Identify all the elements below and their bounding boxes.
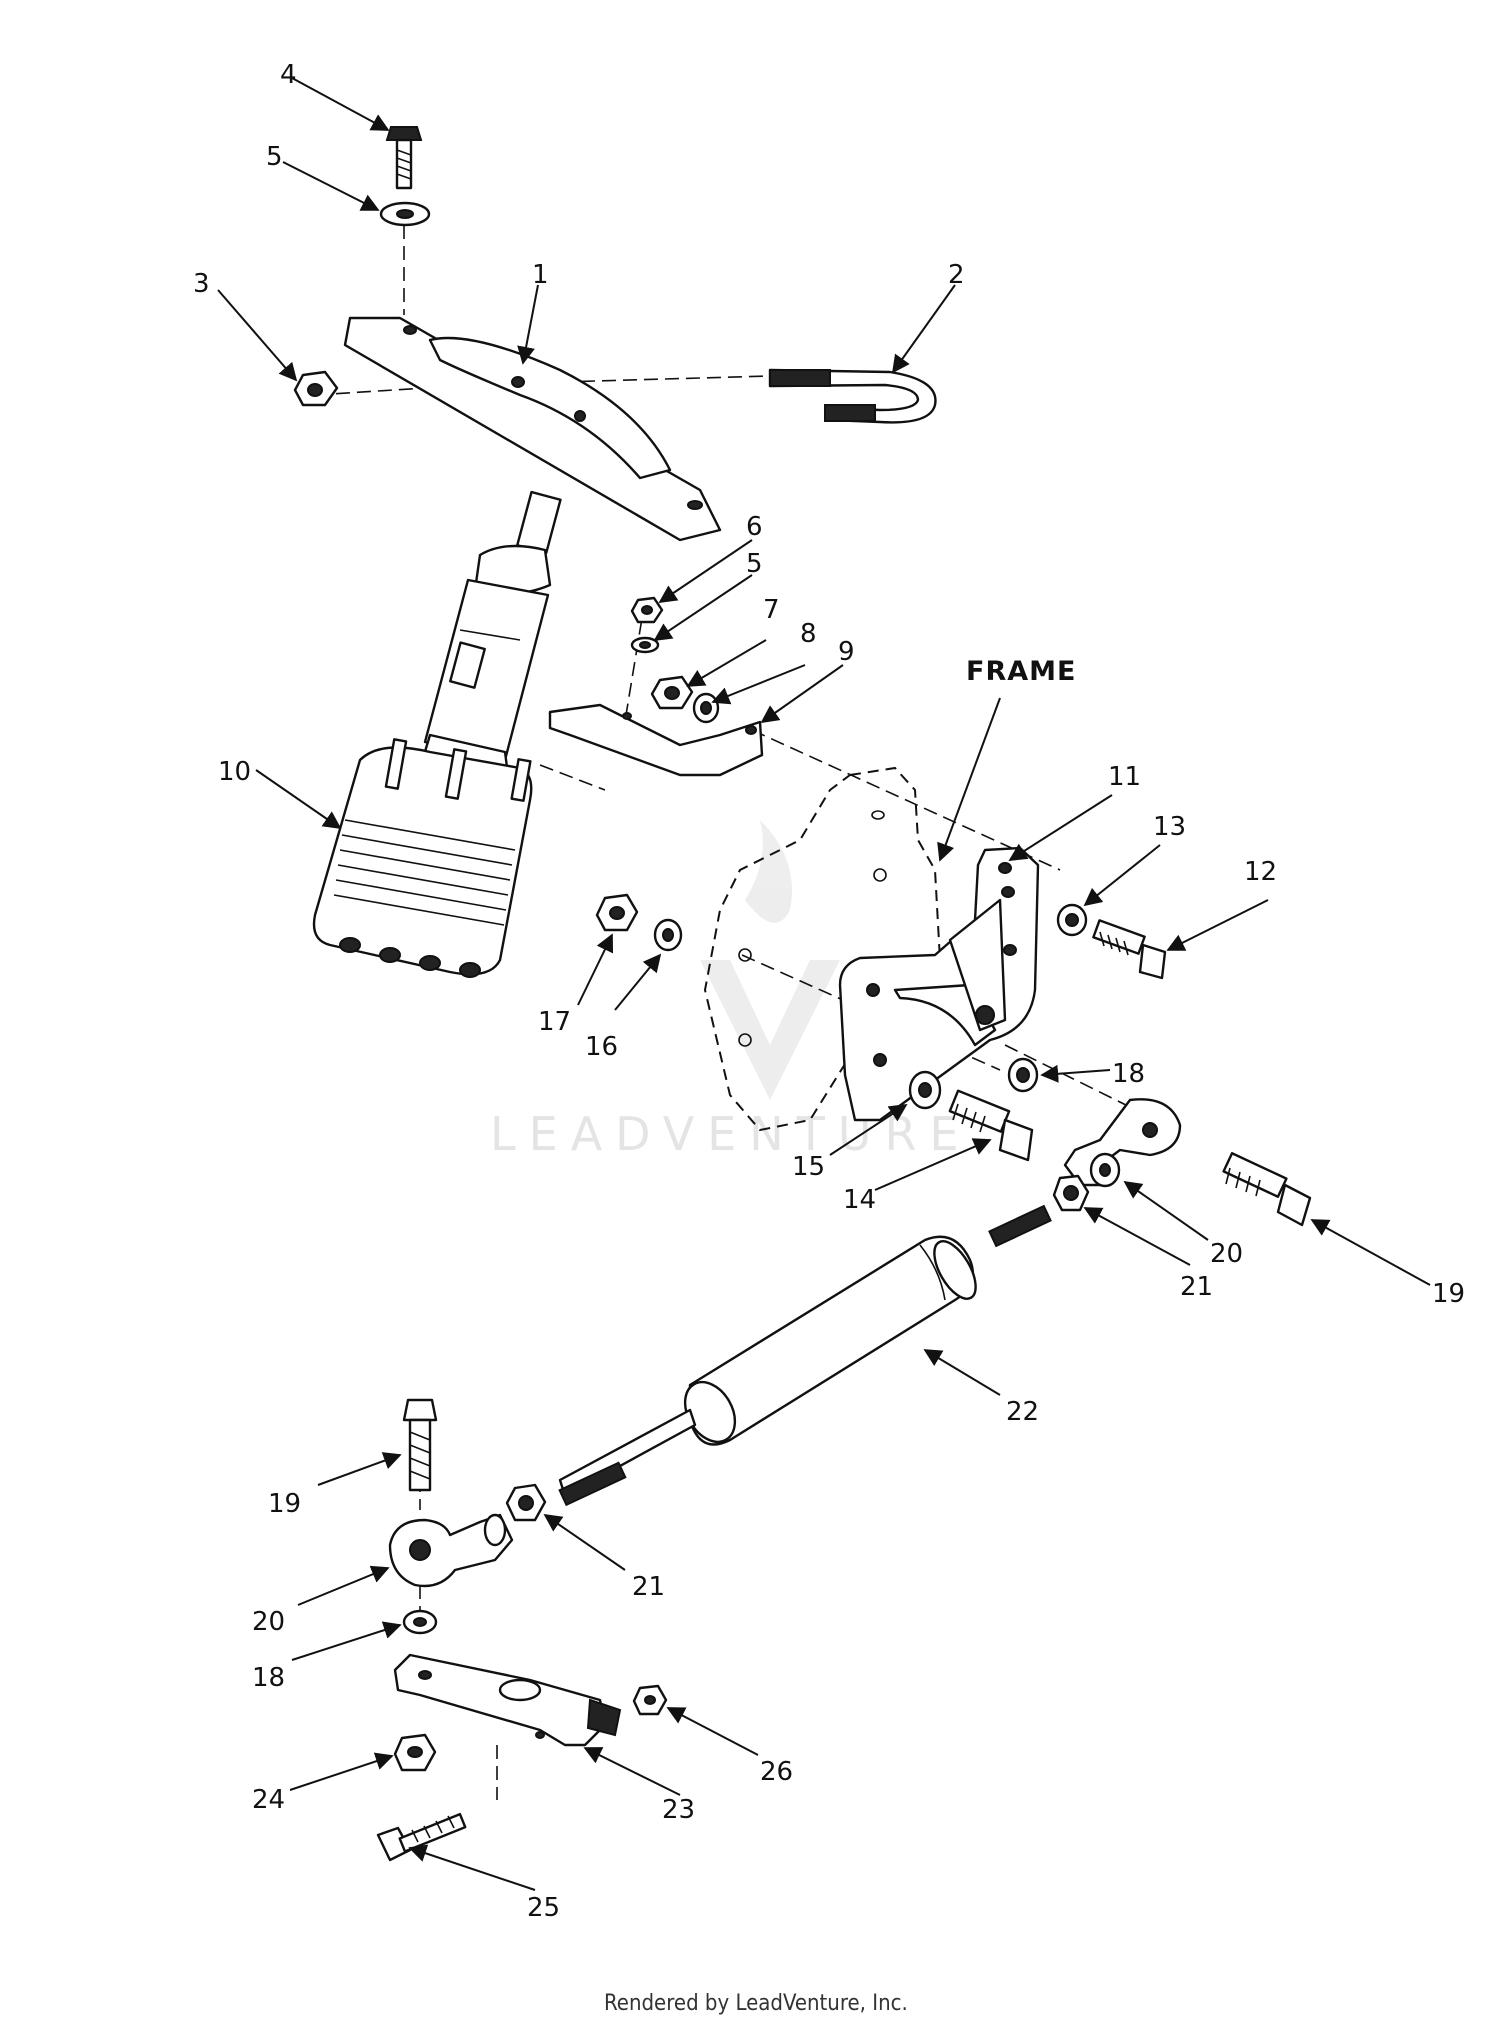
nut-part-17: [595, 893, 639, 932]
nut-part-26: [632, 1684, 668, 1716]
label-part-1: 1: [532, 260, 549, 290]
label-part-10: 10: [218, 757, 251, 787]
u-bolt-part-2: [768, 368, 937, 424]
nut-part-24: [393, 1733, 437, 1772]
assembly-lines: [314, 225, 1141, 1800]
bracket-part-9: [548, 703, 764, 777]
bolt-part-25: [376, 1812, 467, 1862]
label-part-5-top: 5: [266, 142, 283, 172]
rod-end-part-20-lower: [388, 1513, 514, 1588]
washer-part-8: [692, 692, 720, 724]
part-labels: 4 5 1 2 3 6 5 7 8 9 FRAME 10 11 13 12 17…: [193, 60, 1465, 1923]
label-part-17: 17: [538, 1007, 571, 1037]
bolt-part-4: [385, 126, 423, 190]
label-part-11: 11: [1108, 762, 1141, 792]
mounting-plate-part-1: [343, 316, 722, 542]
leader-lines: [217, 77, 1431, 1891]
label-part-25: 25: [527, 1893, 560, 1923]
washer-part-16: [653, 918, 683, 952]
nut-part-6: [630, 596, 664, 624]
label-part-2: 2: [948, 260, 965, 290]
label-part-14: 14: [843, 1185, 876, 1215]
label-part-16: 16: [585, 1032, 618, 1062]
lever-part-23: [393, 1653, 622, 1747]
label-part-3: 3: [193, 269, 210, 299]
label-part-13: 13: [1153, 812, 1186, 842]
nut-part-21-lower: [505, 1483, 547, 1522]
label-part-9: 9: [838, 637, 855, 667]
label-part-4: 4: [280, 60, 297, 90]
label-part-20-upper: 20: [1210, 1239, 1243, 1269]
label-part-23: 23: [662, 1795, 695, 1825]
footer-credit: Rendered by LeadVenture, Inc.: [604, 1991, 908, 2016]
bolt-part-12: [1092, 919, 1167, 980]
bolt-part-19-upper: [1222, 1152, 1312, 1227]
label-part-19-upper: 19: [1432, 1279, 1465, 1309]
nut-part-3: [293, 370, 339, 407]
label-part-18-lower: 18: [252, 1663, 285, 1693]
label-part-21-upper: 21: [1180, 1272, 1213, 1302]
mount-plate-part-11: [838, 846, 1040, 1122]
label-part-20-lower: 20: [252, 1607, 285, 1637]
nut-part-7: [650, 675, 694, 710]
washer-part-18-lower: [402, 1609, 438, 1635]
label-part-21-lower: 21: [632, 1572, 665, 1602]
bolt-part-19-lower: [402, 1398, 438, 1492]
actuator-part-10: [312, 490, 562, 978]
watermark-text: LEADVENTURE: [490, 1107, 972, 1161]
washer-part-15: [908, 1070, 942, 1110]
label-part-5-mid: 5: [746, 549, 763, 579]
rod-end-part-20-upper: [1063, 1098, 1182, 1188]
label-part-15: 15: [792, 1152, 825, 1182]
label-part-12: 12: [1244, 857, 1277, 887]
bolt-part-14: [948, 1089, 1034, 1162]
label-part-18-upper: 18: [1112, 1059, 1145, 1089]
label-part-19-lower: 19: [268, 1489, 301, 1519]
label-part-24: 24: [252, 1785, 285, 1815]
washer-part-18-upper: [1007, 1057, 1039, 1093]
label-part-7: 7: [763, 595, 780, 625]
label-part-22: 22: [1006, 1397, 1039, 1427]
washer-part-5-mid: [630, 636, 660, 654]
damper-part-22: [558, 1204, 1052, 1507]
label-part-6: 6: [746, 512, 763, 542]
label-frame: FRAME: [966, 656, 1076, 687]
washer-part-5-top: [379, 201, 431, 227]
label-part-26: 26: [760, 1757, 793, 1787]
label-part-8: 8: [800, 619, 817, 649]
nut-part-21-upper: [1052, 1174, 1090, 1212]
washer-part-13: [1056, 903, 1088, 937]
frame-outline: [703, 766, 942, 1132]
